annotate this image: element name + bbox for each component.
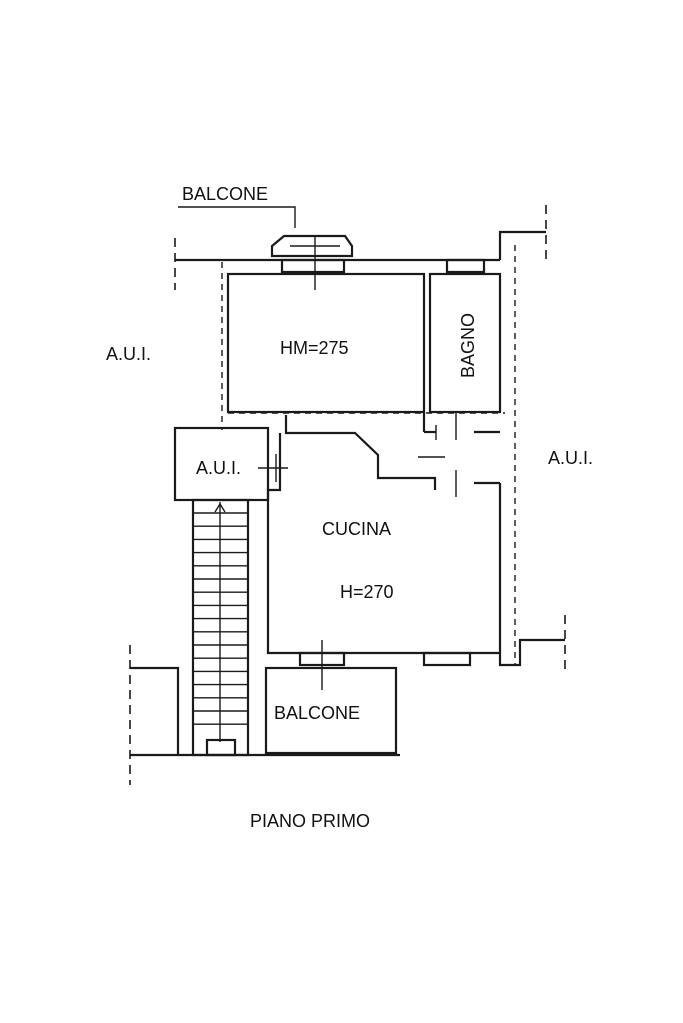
room-bagno bbox=[428, 272, 502, 414]
label-aui-right: A.U.I. bbox=[548, 448, 593, 468]
hall-walls bbox=[284, 412, 500, 497]
ground-lines bbox=[130, 666, 400, 757]
label-balcone-bottom: BALCONE bbox=[274, 703, 360, 723]
label-balcone-top: BALCONE bbox=[182, 184, 268, 204]
top-balcony bbox=[178, 206, 354, 290]
labels: BALCONE HM=275 BAGNO A.U.I. A.U.I. A.U.I… bbox=[106, 184, 593, 831]
staircase bbox=[191, 498, 250, 757]
label-bagno: BAGNO bbox=[458, 313, 478, 378]
label-cucina: CUCINA bbox=[322, 519, 391, 539]
bottom-balcony bbox=[264, 666, 398, 755]
label-aui-stair: A.U.I. bbox=[196, 458, 241, 478]
label-cucina-height: H=270 bbox=[340, 582, 394, 602]
room-upper bbox=[226, 272, 505, 414]
floor-title: PIANO PRIMO bbox=[250, 811, 370, 831]
room-cucina bbox=[266, 433, 565, 690]
upper-walls bbox=[175, 230, 546, 274]
label-aui-left: A.U.I. bbox=[106, 344, 151, 364]
label-room-height: HM=275 bbox=[280, 338, 349, 358]
